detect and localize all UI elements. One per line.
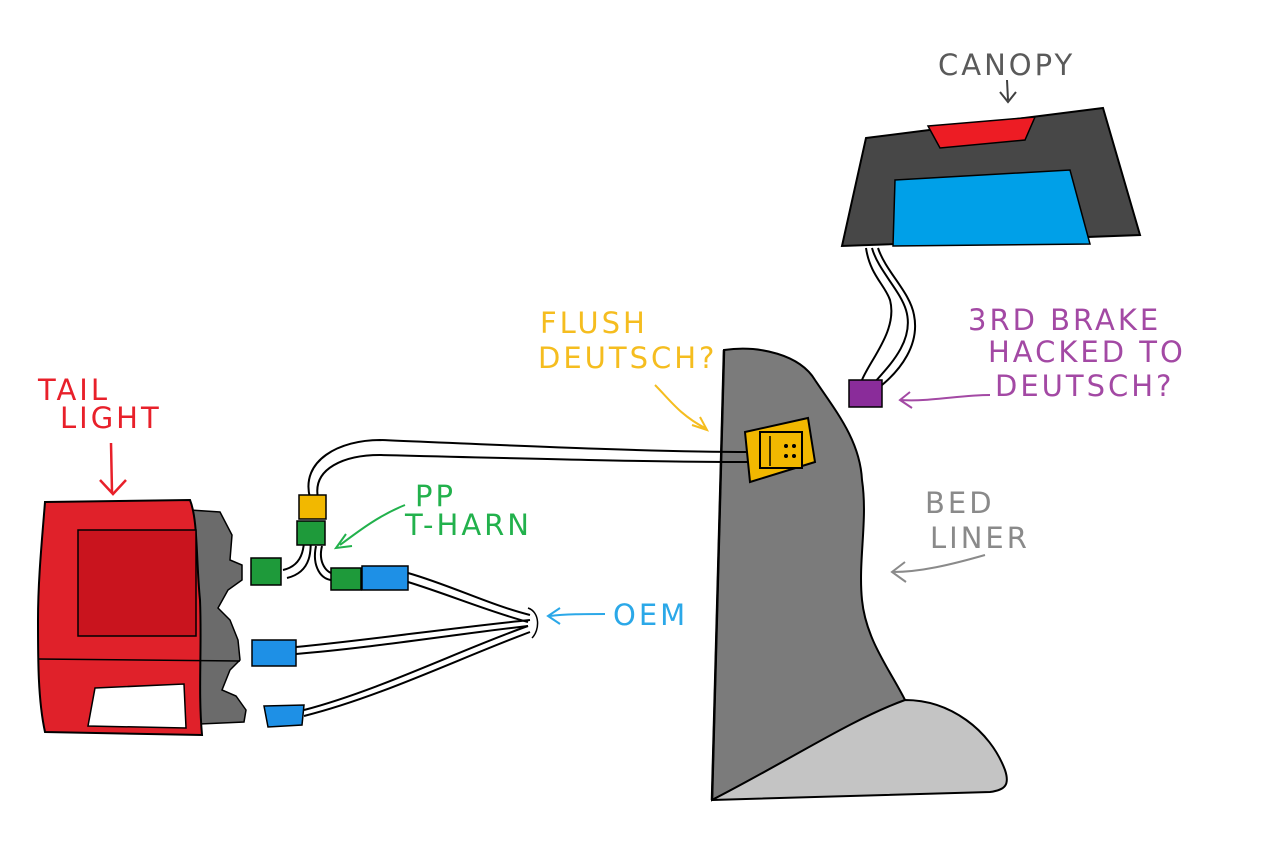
tail-light-label-line2: LIGHT [60, 401, 162, 435]
oem-blue-connector-3 [263, 704, 305, 728]
oem-blue-connector-2 [251, 639, 297, 667]
third-brake-wires [861, 247, 917, 386]
pp-tharn-label-line2: T-HARN [404, 508, 532, 542]
connectors [250, 494, 409, 728]
bed-liner-label-line2: LINER [930, 521, 1030, 555]
tail-light-lens [77, 529, 197, 637]
third-brake-label-line1: 3RD BRAKE [968, 303, 1161, 337]
flush-deutsch-plug [759, 431, 803, 469]
flush-deutsch-label-line2: DEUTSCH? [538, 341, 717, 375]
third-brake-connector [848, 379, 883, 408]
third-brake-arrow [898, 391, 991, 409]
pp-green-connector-oem [330, 567, 362, 591]
pp-yellow-connector [298, 494, 327, 520]
tail-light-reverse-lens [87, 683, 187, 729]
oem-blue-connector-1 [361, 565, 409, 591]
canopy-arrow [999, 79, 1017, 104]
bed-liner [710, 347, 1008, 802]
flush-deutsch-arrow [654, 384, 710, 432]
third-brake-label-line3: DEUTSCH? [995, 369, 1174, 403]
canopy-label: CANOPY [938, 48, 1075, 82]
tail-light-label-line1: TAIL [37, 373, 110, 407]
tail-light-housing [189, 509, 247, 725]
pp-green-connector-top [296, 520, 326, 546]
canopy [840, 79, 1142, 248]
canopy-third-brake-light [926, 116, 1037, 149]
bed-liner-arrow [890, 554, 986, 583]
flush-deutsch [743, 416, 817, 484]
oem-arrow [546, 607, 606, 625]
oem-label: OEM [613, 598, 688, 632]
tail-light [36, 442, 247, 737]
third-brake-label-line2: HACKED TO [988, 335, 1186, 369]
tail-light-arrow [99, 442, 127, 496]
canopy-window [892, 169, 1091, 247]
pp-green-connector-tail [250, 557, 282, 586]
bed-liner-label-line1: BED [925, 486, 995, 520]
pp-tharn-arrow [333, 504, 406, 550]
bed-liner-floor [711, 698, 1008, 801]
oem-wires [295, 572, 539, 717]
flush-deutsch-label-line1: FLUSH [540, 306, 648, 340]
labels: CANOPY TAIL LIGHT FLUSH DEUTSCH? PP T-HA… [37, 48, 1186, 632]
pp-tharn-label-line1: PP [415, 479, 456, 513]
